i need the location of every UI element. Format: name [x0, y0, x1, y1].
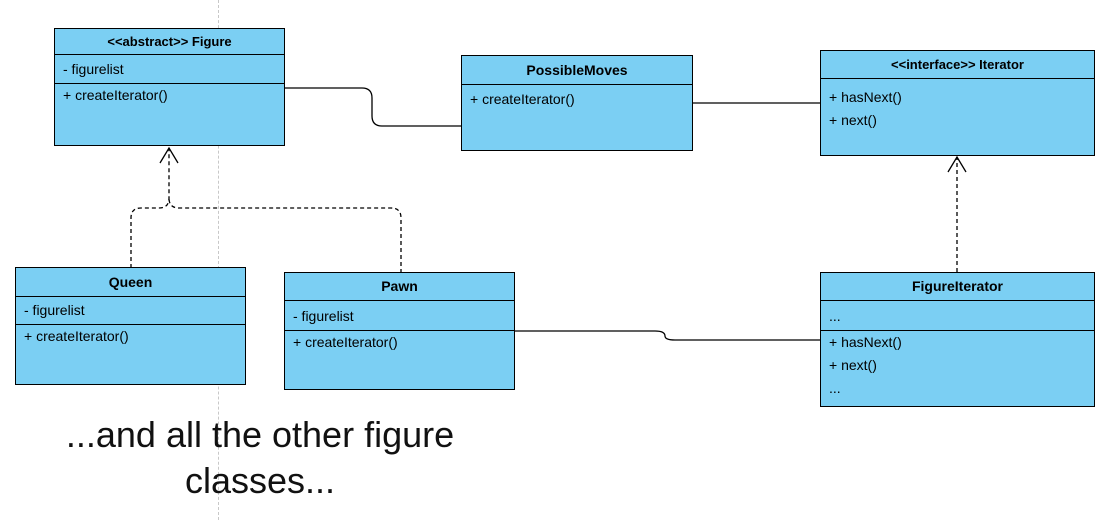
class-iterator-name: <<interface>> Iterator: [821, 51, 1094, 79]
class-possiblemoves-name: PossibleMoves: [462, 56, 692, 85]
method: + createIterator(): [293, 334, 398, 350]
method: + createIterator(): [24, 328, 129, 344]
class-figure-name: <<abstract>> Figure: [55, 29, 284, 55]
class-figureiterator-attributes: ...: [821, 301, 1094, 331]
method: + next(): [829, 112, 877, 128]
attribute: - figurelist: [24, 302, 85, 318]
method: + createIterator(): [63, 87, 168, 103]
class-figure-methods: + createIterator(): [55, 84, 284, 107]
attribute: - figurelist: [63, 61, 124, 77]
class-pawn[interactable]: Pawn - figurelist + createIterator(): [284, 272, 515, 390]
association-figure-possiblemoves: [285, 87, 462, 127]
association-pawn-figureiterator: [514, 330, 820, 341]
caption-line-2: classes...: [184, 460, 336, 501]
caption-line-1: ...and all the other figure: [65, 414, 455, 455]
method: + createIterator(): [470, 91, 575, 107]
class-figureiterator-methods: + hasNext() + next() ...: [821, 331, 1094, 400]
inheritance-pawn-figure: [168, 197, 402, 273]
class-pawn-name: Pawn: [285, 273, 514, 301]
arrowhead-iterator: [947, 155, 967, 173]
class-iterator[interactable]: <<interface>> Iterator + hasNext() + nex…: [820, 50, 1095, 156]
class-possiblemoves[interactable]: PossibleMoves + createIterator(): [461, 55, 693, 151]
attribute: - figurelist: [293, 308, 354, 324]
class-queen-attributes: - figurelist: [16, 297, 245, 325]
class-queen[interactable]: Queen - figurelist + createIterator(): [15, 267, 246, 385]
method: ...: [829, 380, 841, 396]
caption: ...and all the other figure classes...: [10, 412, 510, 504]
inheritance-queen-figure: [130, 148, 170, 268]
class-figureiterator[interactable]: FigureIterator ... + hasNext() + next() …: [820, 272, 1095, 407]
class-possiblemoves-methods: + createIterator(): [462, 85, 692, 111]
class-queen-name: Queen: [16, 268, 245, 297]
method: + next(): [829, 357, 877, 373]
method: + hasNext(): [829, 89, 902, 105]
class-pawn-methods: + createIterator(): [285, 331, 514, 354]
attribute: ...: [829, 308, 841, 324]
class-figure-attributes: - figurelist: [55, 55, 284, 84]
arrowhead-figure: [159, 146, 179, 164]
class-pawn-attributes: - figurelist: [285, 301, 514, 331]
class-queen-methods: + createIterator(): [16, 325, 245, 348]
class-iterator-methods: + hasNext() + next(): [821, 79, 1094, 132]
method: + hasNext(): [829, 334, 902, 350]
class-figureiterator-name: FigureIterator: [821, 273, 1094, 301]
class-figure[interactable]: <<abstract>> Figure - figurelist + creat…: [54, 28, 285, 146]
page-guide-line: [218, 0, 219, 520]
